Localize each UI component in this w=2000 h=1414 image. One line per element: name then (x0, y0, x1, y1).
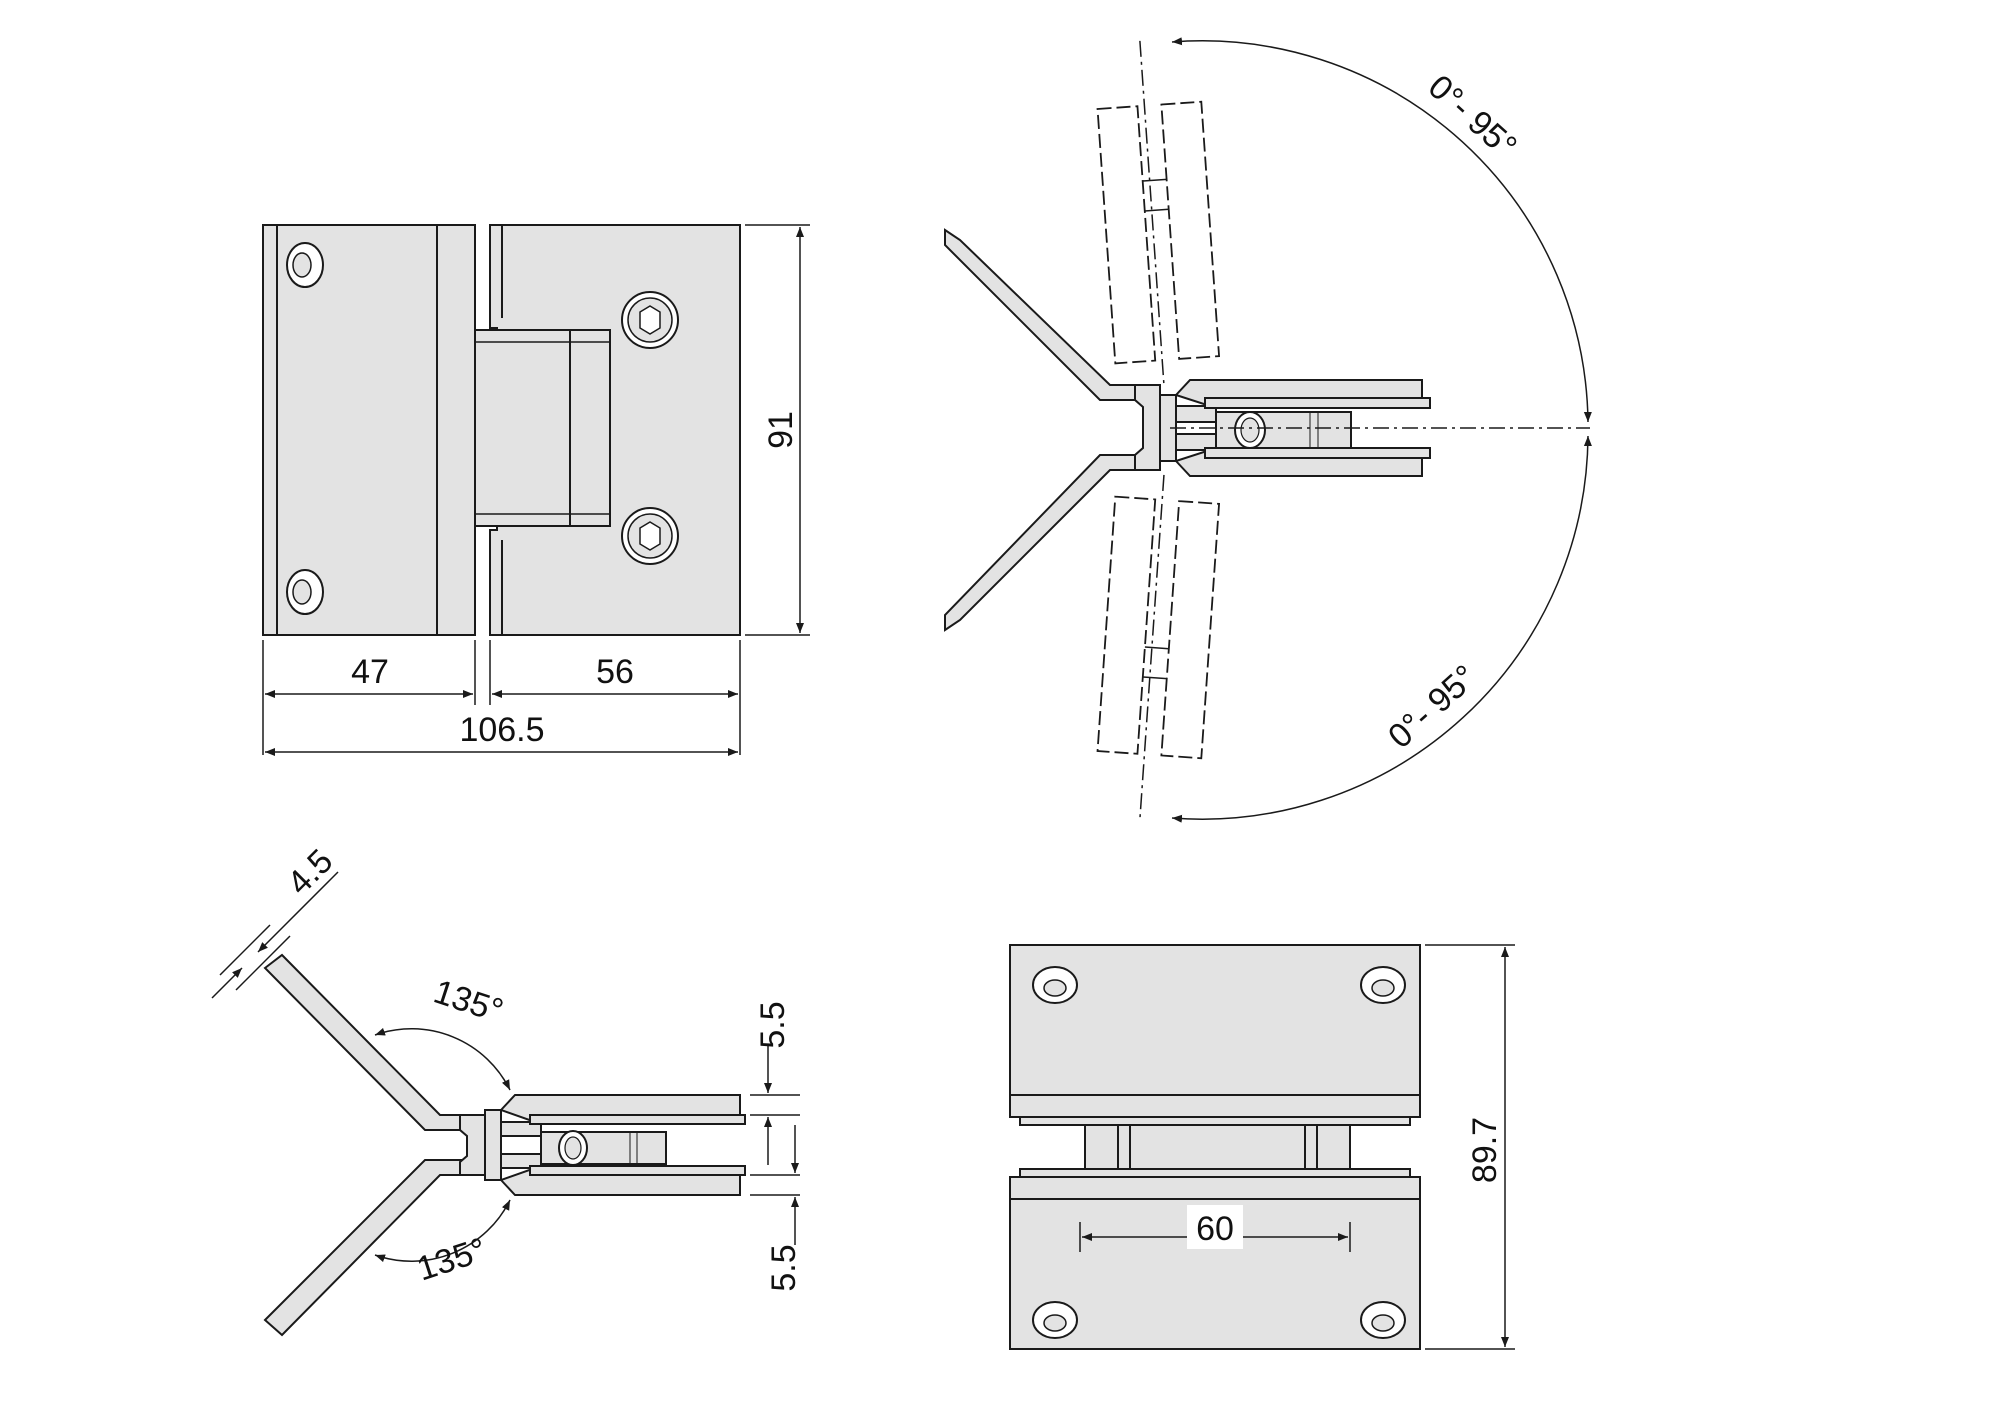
glass-panel-open-down (1096, 474, 1221, 820)
dim-plate-thickness: 4.5 (280, 842, 340, 902)
pivot-pin-icon (1234, 411, 1266, 449)
dim-hole-spacing: 60 (1196, 1210, 1234, 1248)
swing-arc-lower (1171, 435, 1592, 823)
angle-arc-upper (374, 1027, 511, 1091)
dim-bottom-height: 89.7 (1466, 1117, 1504, 1183)
hex-screw-icon (621, 291, 679, 349)
top-block (1009, 944, 1421, 1096)
dim-right-width: 56 (596, 653, 634, 691)
bottom-view: 60 89.7 (1009, 944, 1515, 1350)
hex-screw-icon (621, 507, 679, 565)
wall-plate (262, 224, 476, 636)
dim-total-width: 106.5 (459, 711, 544, 749)
glass-panel-open-up (1096, 40, 1221, 386)
dim-height: 91 (762, 411, 800, 449)
angle-upper: 135° (429, 973, 508, 1031)
countersunk-hole-icon (286, 242, 324, 288)
front-view: 47 56 106.5 91 (262, 224, 810, 756)
countersunk-hole-icon (1360, 1301, 1406, 1339)
countersunk-hole-icon (1032, 966, 1078, 1004)
angle-arc-lower (374, 1199, 511, 1263)
dim-gap-bottom: 5.5 (765, 1244, 803, 1291)
swing-angle-lower: 0°- 95° (1381, 658, 1484, 756)
dim-left-width: 47 (351, 653, 389, 691)
dim-gap-top: 5.5 (754, 1001, 792, 1048)
swing-arc-upper (1171, 37, 1592, 423)
angle-knuckle (484, 1109, 502, 1181)
countersunk-hole-icon (1032, 1301, 1078, 1339)
countersunk-hole-icon (286, 569, 324, 615)
angle-lower: 135° (412, 1231, 491, 1289)
swing-view: 0°- 95° 0°- 95° (944, 37, 1592, 823)
countersunk-hole-icon (1360, 966, 1406, 1004)
bottom-block (1009, 1198, 1421, 1350)
pivot-pin-icon (558, 1130, 588, 1166)
angle-view: 4.5 135° 135° 5.5 5.5 (211, 842, 803, 1337)
